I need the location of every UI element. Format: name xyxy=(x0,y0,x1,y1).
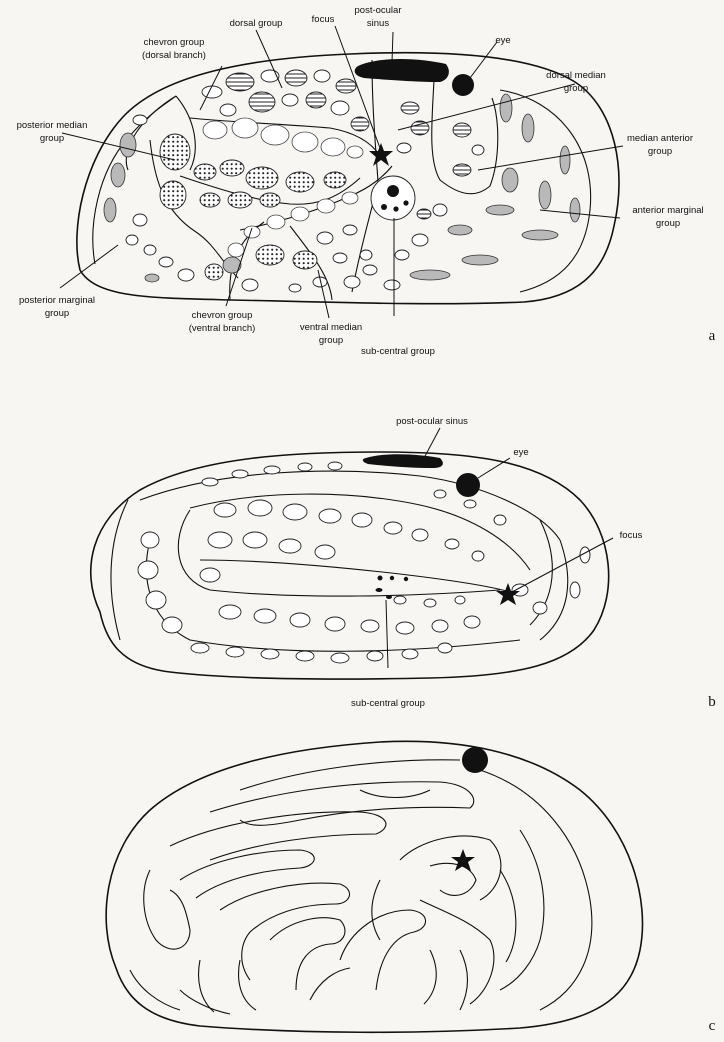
label-chevron-ventral-line1: chevron group xyxy=(192,310,253,321)
label-anterior-marginal-line2: group xyxy=(656,218,680,229)
panel-b-carapace-outline xyxy=(91,452,609,679)
panel-b-muscle-scar-bands xyxy=(140,471,568,651)
panel-letter-b: b xyxy=(708,694,716,710)
label-eye-b: eye xyxy=(513,447,528,458)
panel-b-scar-cells xyxy=(138,462,590,663)
label-posterior-median-line2: group xyxy=(40,133,64,144)
label-chevron-dorsal-line1: chevron group xyxy=(144,37,205,48)
label-posterior-marginal-line1: posterior marginal xyxy=(19,295,95,306)
panel-c-folds xyxy=(130,760,544,1014)
panel-a: dorsal group focus post-ocular sinus eye… xyxy=(17,5,716,357)
label-posterior-marginal-line2: group xyxy=(45,308,69,319)
label-focus-a: focus xyxy=(312,14,335,25)
label-ventral-median-line2: group xyxy=(319,335,343,346)
label-chevron-ventral-line2: (ventral branch) xyxy=(189,323,256,334)
label-post-ocular-sinus-line1: post-ocular xyxy=(355,5,402,16)
panel-b-inner-margin xyxy=(111,500,128,640)
label-median-anterior-line2: group xyxy=(648,146,672,157)
label-dorsal-median-line2: group xyxy=(564,83,588,94)
label-post-ocular-sinus-b: post-ocular sinus xyxy=(396,416,468,427)
panel-a-leader-lines xyxy=(60,26,623,318)
label-dorsal-median-line1: dorsal median xyxy=(546,70,606,81)
panel-c-eye xyxy=(462,747,488,773)
panel-b: post-ocular sinus eye focus sub-central … xyxy=(91,416,716,710)
panel-c-anterior-margin xyxy=(480,770,592,1010)
label-sub-central-b: sub-central group xyxy=(351,698,425,709)
panel-b-post-ocular-sinus xyxy=(363,454,443,468)
label-eye-a: eye xyxy=(495,35,510,46)
label-ventral-median-line1: ventral median xyxy=(300,322,362,333)
panel-a-post-ocular-sinus xyxy=(355,59,449,82)
panel-c-carapace-outline xyxy=(106,741,642,1032)
panel-a-muscle-scars xyxy=(104,70,580,292)
panel-b-eye xyxy=(456,473,480,497)
label-dorsal-group: dorsal group xyxy=(230,18,283,29)
label-posterior-median-line1: posterior median xyxy=(17,120,88,131)
label-median-anterior-line1: median anterior xyxy=(627,133,693,144)
panel-letter-c: c xyxy=(709,1018,716,1034)
label-sub-central-a: sub-central group xyxy=(361,346,435,357)
panel-c-focus-star xyxy=(451,849,475,871)
panel-c: c xyxy=(106,741,716,1034)
label-chevron-dorsal-line2: (dorsal branch) xyxy=(142,50,206,61)
label-anterior-marginal-line1: anterior marginal xyxy=(632,205,703,216)
label-focus-b: focus xyxy=(620,530,643,541)
panel-a-sub-central-group xyxy=(371,176,415,220)
panel-letter-a: a xyxy=(709,328,716,344)
label-post-ocular-sinus-line2: sinus xyxy=(367,18,389,29)
